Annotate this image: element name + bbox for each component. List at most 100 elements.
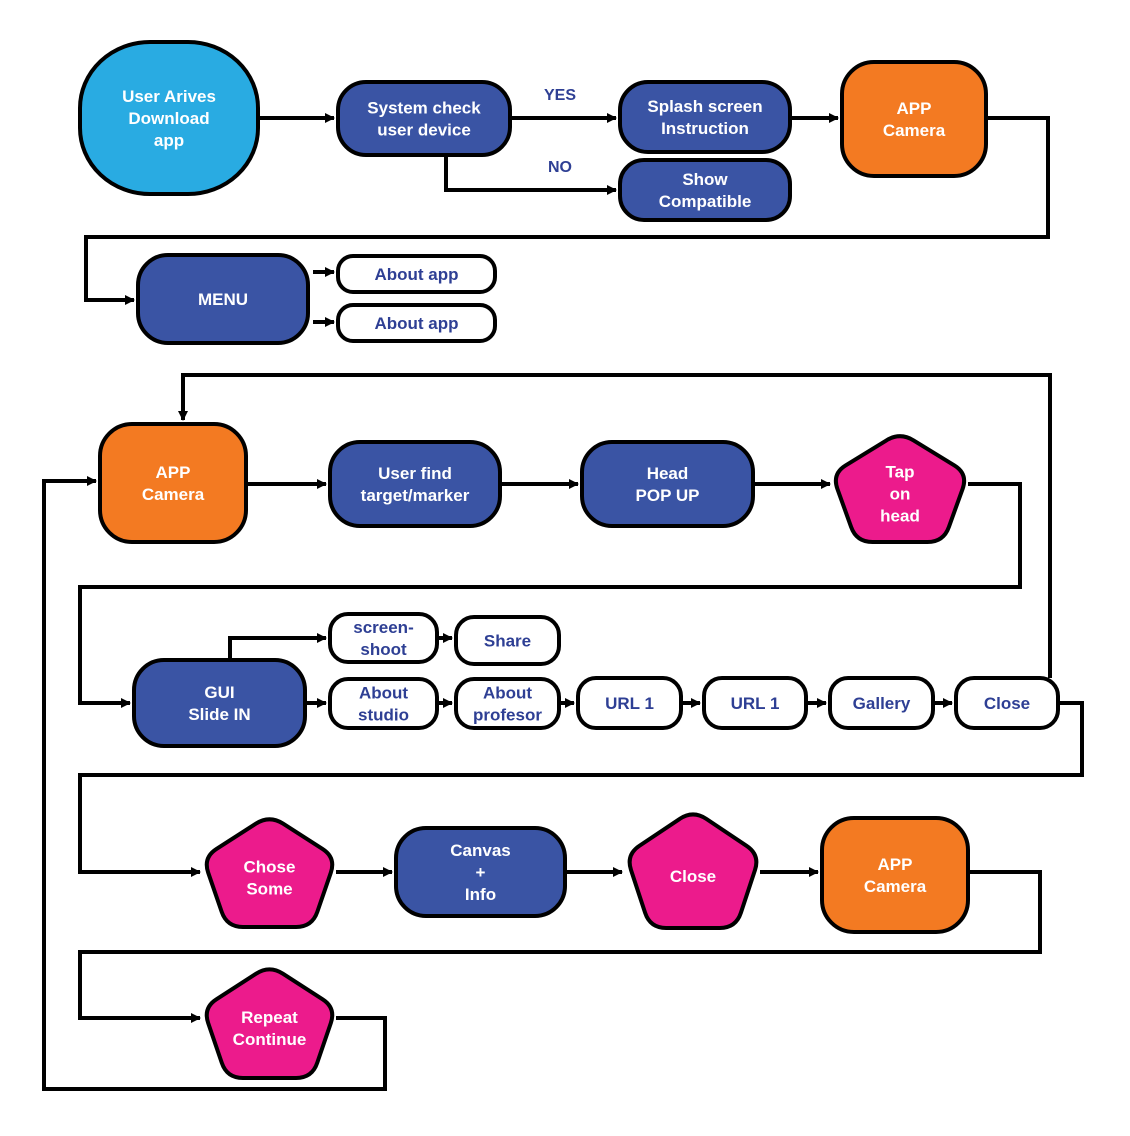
node-label-line: About app [374,265,458,284]
node-label-line: Some [246,880,292,899]
node-label: URL 1 [605,694,654,713]
node-label: URL 1 [731,694,780,713]
node-label-line: About app [374,314,458,333]
edge-repeat-loop-to-camera [42,476,387,1091]
node-label-line: APP [156,463,191,482]
node-shape [828,676,935,730]
node-label-line: URL 1 [731,694,780,713]
node-user-find: User find target/marker [328,440,502,528]
node-label-line: User find [378,464,452,483]
node-label: MENU [198,290,248,309]
node-app-camera-2: APP Camera [98,422,248,544]
node-label: Close [984,694,1030,713]
node-shape [328,612,439,664]
node-shape [136,253,310,345]
node-about-profesor: About profesor [454,677,561,730]
node-label-line: Download [128,109,209,128]
node-label: About app [374,314,458,333]
edge-close-loop-to-camera [178,373,1052,678]
node-label-line: Gallery [853,694,911,713]
node-shape [954,676,1060,730]
node-label-line: profesor [473,706,542,725]
node-label-line: Continue [233,1030,307,1049]
node-url-1-a: URL 1 [576,676,683,730]
node-label-line: Canvas [450,841,510,860]
edge-close-to-chose [78,701,1084,877]
node-label-line: Info [465,885,496,904]
node-shape [702,676,808,730]
node-close-1: Close [954,676,1060,730]
node-label-line: Camera [142,485,205,504]
node-label-line: About [359,684,408,703]
node-shape [204,967,335,1080]
node-shape [820,816,970,934]
node-shape [454,677,561,730]
edge-tap-to-gui [78,482,1022,708]
node-label: GUI Slide IN [188,683,250,724]
node-label-line: Chose [244,858,296,877]
node-shape [576,676,683,730]
node-label-line: Camera [883,121,946,140]
node-shape [328,677,439,730]
node-label-line: URL 1 [605,694,654,713]
node-label-line: user device [377,120,471,139]
node-shape [336,303,497,343]
node-label-line: Splash screen [647,97,762,116]
node-label: Share [484,632,531,651]
node-label: About studio [358,684,409,725]
node-about-app-2: About app [336,303,497,343]
node-label-line: shoot [360,640,407,659]
no-label: NO [548,159,572,176]
node-label-line: app [154,131,184,150]
edge-check-to-compatible-no [444,155,617,195]
node-label: About profesor [473,684,542,725]
node-label-line: target/marker [361,486,470,505]
node-gallery: Gallery [828,676,935,730]
node-label-line: Slide IN [188,705,250,724]
node-url-1-b: URL 1 [702,676,808,730]
node-label-line: Share [484,632,531,651]
node-shape [618,158,792,222]
node-label: Canvas+Info [450,841,510,904]
edge-camera-to-repeat [78,870,1042,1023]
node-shape [336,80,512,157]
node-label: Close [670,867,716,886]
node-label-line: Head [647,464,689,483]
node-shape [618,80,792,154]
node-canvas-info: Canvas+Info [394,826,567,918]
node-label-line: Tap [886,463,915,482]
node-shape [98,422,248,544]
node-menu: MENU [136,253,310,345]
node-label-line: Repeat [241,1008,298,1027]
node-label-line: About [483,684,532,703]
node-label-line: GUI [204,683,234,702]
node-about-app-1: About app [336,254,497,294]
node-gui-slide-in: GUI Slide IN [132,658,307,748]
node-shape [78,40,260,196]
node-shape [204,817,335,929]
node-label-line: studio [358,706,409,725]
node-shape [840,60,988,178]
node-label-line: screen- [353,618,413,637]
node-label-line: Compatible [659,192,752,211]
node-label: APP Camera [142,463,205,504]
node-label-line: POP UP [636,486,700,505]
node-shape [833,434,967,544]
